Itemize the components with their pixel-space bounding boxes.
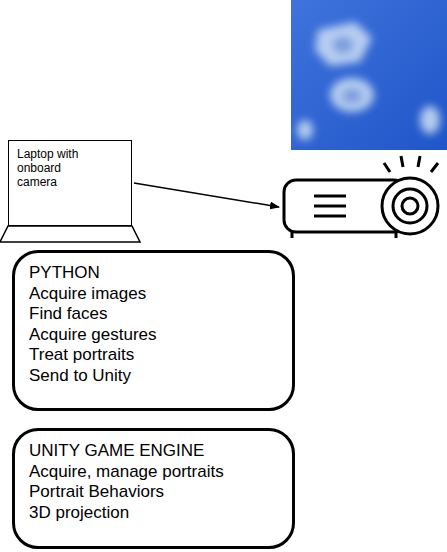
box-heading: PYTHON	[29, 263, 280, 284]
box-text: Laptop with onboard camera	[17, 147, 95, 189]
process-box: UNITY GAME ENGINEAcquire, manage portrai…	[12, 428, 295, 549]
box-text: 3D projection	[29, 503, 280, 524]
box-text: Acquire, manage portraits	[29, 462, 280, 483]
box-text: Send to Unity	[29, 366, 280, 387]
projector-icon	[284, 156, 438, 238]
box-text: Treat portraits	[29, 345, 280, 366]
box-text: Portrait Behaviors	[29, 482, 280, 503]
process-box: PYTHONAcquire imagesFind facesAcquire ge…	[12, 250, 295, 411]
box-heading: UNITY GAME ENGINE	[29, 441, 280, 462]
projected-photo	[291, 0, 447, 150]
box-text: Acquire gestures	[29, 325, 280, 346]
laptop-screen: Laptop with onboard camera	[8, 140, 132, 226]
box-text: Find faces	[29, 304, 280, 325]
laptop-base	[0, 226, 140, 242]
box-text: Acquire images	[29, 284, 280, 305]
arrow	[134, 183, 279, 207]
